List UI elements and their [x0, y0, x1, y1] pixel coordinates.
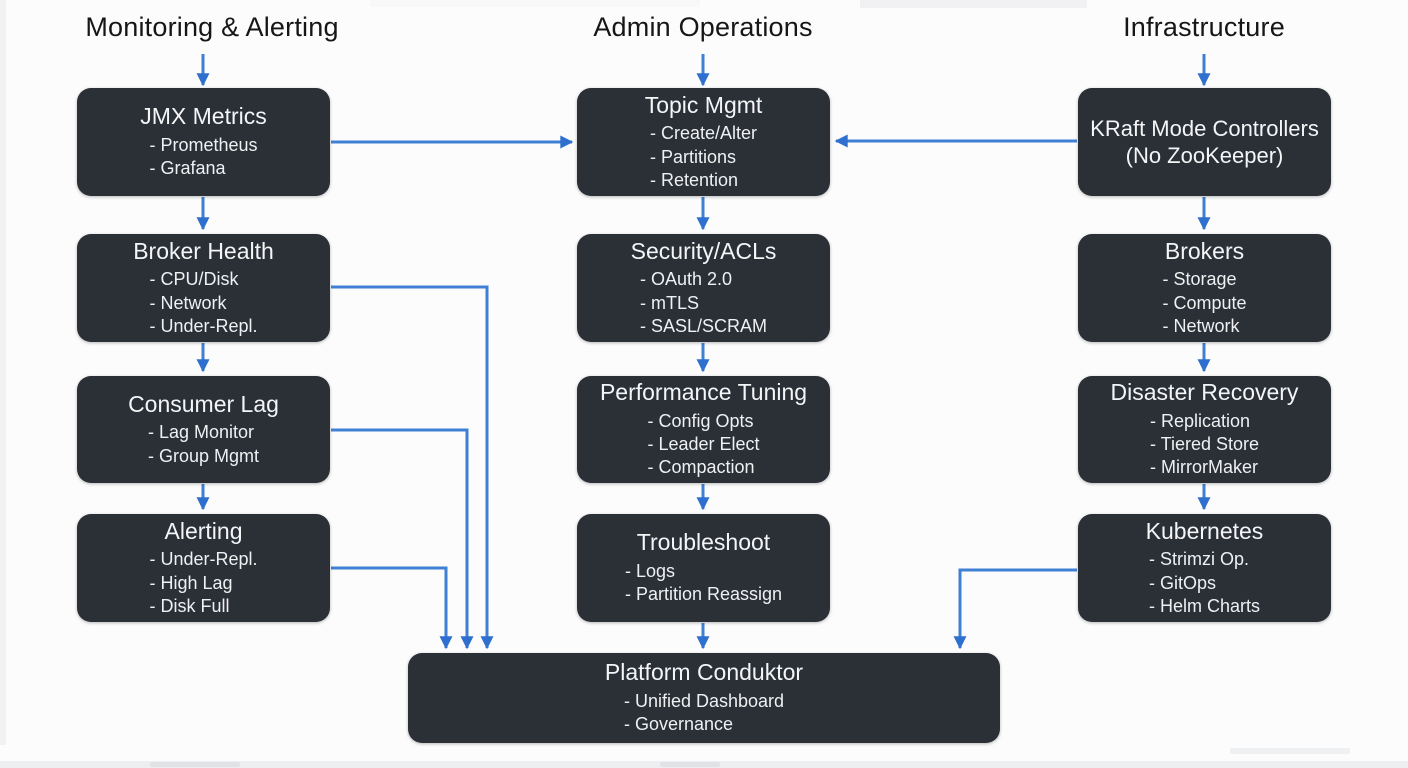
node-consumer-lag: Consumer Lag - Lag Monitor - Group Mgmt	[77, 376, 330, 483]
node-title: Alerting	[164, 517, 243, 544]
node-items: - Lag Monitor - Group Mgmt	[148, 421, 259, 468]
node-title: Troubleshoot	[636, 529, 771, 556]
node-item: - High Lag	[149, 572, 233, 593]
node-items: - OAuth 2.0 - mTLS - SASL/SCRAM	[640, 268, 767, 338]
node-items: - Prometheus - Grafana	[149, 134, 257, 181]
connector-kubernetes-hub	[953, 568, 1077, 650]
node-brokers: Brokers - Storage - Compute - Network	[1078, 234, 1331, 342]
node-items: - Strimzi Op. - GitOps - Helm Charts	[1149, 548, 1260, 618]
node-item: - Network	[149, 292, 227, 313]
node-title: Disaster Recovery	[1110, 379, 1299, 406]
node-title: Brokers	[1164, 237, 1245, 264]
top-edge-artifact	[370, 0, 700, 7]
connector-alerting-hub	[331, 566, 453, 650]
node-items: - Config Opts - Leader Elect - Compactio…	[647, 410, 759, 480]
node-item: - Storage	[1162, 269, 1237, 290]
node-items: - Create/Alter - Partitions - Retention	[650, 122, 757, 192]
node-jmx-metrics: JMX Metrics - Prometheus - Grafana	[77, 88, 330, 196]
node-item: - Network	[1162, 315, 1240, 336]
node-item: - Under-Repl.	[149, 315, 258, 336]
left-edge-artifact	[0, 0, 6, 745]
node-topic-mgmt: Topic Mgmt - Create/Alter - Partitions -…	[577, 88, 830, 196]
node-item: - Under-Repl.	[149, 549, 258, 570]
connector-consumerlag-hub	[331, 428, 474, 650]
node-items: - Logs - Partition Reassign	[625, 560, 782, 607]
node-kraft-controllers: KRaft Mode Controllers (No ZooKeeper)	[1078, 88, 1331, 196]
node-item: - Retention	[649, 169, 739, 190]
bottom-edge-artifact	[660, 762, 720, 767]
node-title: KRaft Mode Controllers	[1090, 115, 1319, 141]
node-title: JMX Metrics	[140, 103, 267, 130]
bottom-edge-artifact	[150, 762, 240, 767]
node-item: - Tiered Store	[1149, 434, 1260, 455]
node-items: - CPU/Disk - Network - Under-Repl.	[149, 268, 257, 338]
node-item: - GitOps	[1148, 572, 1216, 593]
node-kubernetes: Kubernetes - Strimzi Op. - GitOps - Helm…	[1078, 514, 1331, 622]
node-item: - Grafana	[149, 158, 226, 179]
node-title: Kubernetes	[1145, 517, 1264, 544]
node-title: Platform Conduktor	[604, 659, 804, 686]
node-item: - Helm Charts	[1148, 595, 1260, 616]
node-item: - Governance	[623, 714, 734, 735]
node-items: - Replication - Tiered Store - MirrorMak…	[1150, 410, 1259, 480]
node-item: - Disk Full	[149, 595, 230, 616]
node-item: - Logs	[624, 560, 675, 581]
node-items: - Under-Repl. - High Lag - Disk Full	[149, 548, 257, 618]
column-header-infrastructure: Infrastructure	[1123, 12, 1285, 42]
column-header-monitoring-alerting: Monitoring & Alerting	[85, 12, 339, 42]
node-item: - Strimzi Op.	[1148, 549, 1249, 570]
node-item: - Partition Reassign	[624, 584, 783, 605]
node-disaster-recovery: Disaster Recovery - Replication - Tiered…	[1078, 376, 1331, 483]
node-performance-tuning: Performance Tuning - Config Opts - Leade…	[577, 376, 830, 483]
node-troubleshoot: Troubleshoot - Logs - Partition Reassign	[577, 514, 830, 622]
node-item: - Prometheus	[149, 134, 258, 155]
node-item: - Group Mgmt	[147, 445, 260, 466]
node-title: Broker Health	[133, 237, 274, 264]
node-title: Consumer Lag	[128, 390, 279, 417]
node-items: - Unified Dashboard - Governance	[624, 690, 784, 737]
node-item: - OAuth 2.0	[639, 269, 733, 290]
node-item: - CPU/Disk	[149, 269, 239, 290]
node-title: Security/ACLs	[630, 237, 777, 264]
node-item: - Partitions	[649, 146, 736, 167]
node-item: - mTLS	[639, 292, 699, 313]
node-security-acls: Security/ACLs - OAuth 2.0 - mTLS - SASL/…	[577, 234, 830, 342]
node-item: - Config Opts	[647, 410, 754, 431]
node-item: - Compaction	[647, 457, 755, 478]
node-alerting: Alerting - Under-Repl. - High Lag - Disk…	[77, 514, 330, 622]
node-title: Performance Tuning	[599, 379, 808, 406]
node-item: - Create/Alter	[649, 123, 758, 144]
node-item: - Compute	[1162, 292, 1247, 313]
node-items: - Storage - Compute - Network	[1162, 268, 1246, 338]
node-item: - Replication	[1149, 410, 1251, 431]
node-item: - Unified Dashboard	[623, 690, 785, 711]
column-header-admin-operations: Admin Operations	[593, 12, 813, 42]
bottom-edge-artifact	[1230, 748, 1350, 754]
node-item: - Leader Elect	[647, 434, 760, 455]
node-broker-health: Broker Health - CPU/Disk - Network - Und…	[77, 234, 330, 342]
node-platform-conduktor: Platform Conduktor - Unified Dashboard -…	[408, 653, 1000, 743]
node-item: - MirrorMaker	[1149, 457, 1258, 478]
top-edge-artifact	[860, 0, 1087, 8]
node-title: Topic Mgmt	[644, 91, 763, 118]
node-subtitle: (No ZooKeeper)	[1125, 143, 1284, 168]
connector-brokerhealth-hub	[331, 285, 494, 650]
node-item: - SASL/SCRAM	[639, 315, 768, 336]
node-item: - Lag Monitor	[147, 422, 255, 443]
